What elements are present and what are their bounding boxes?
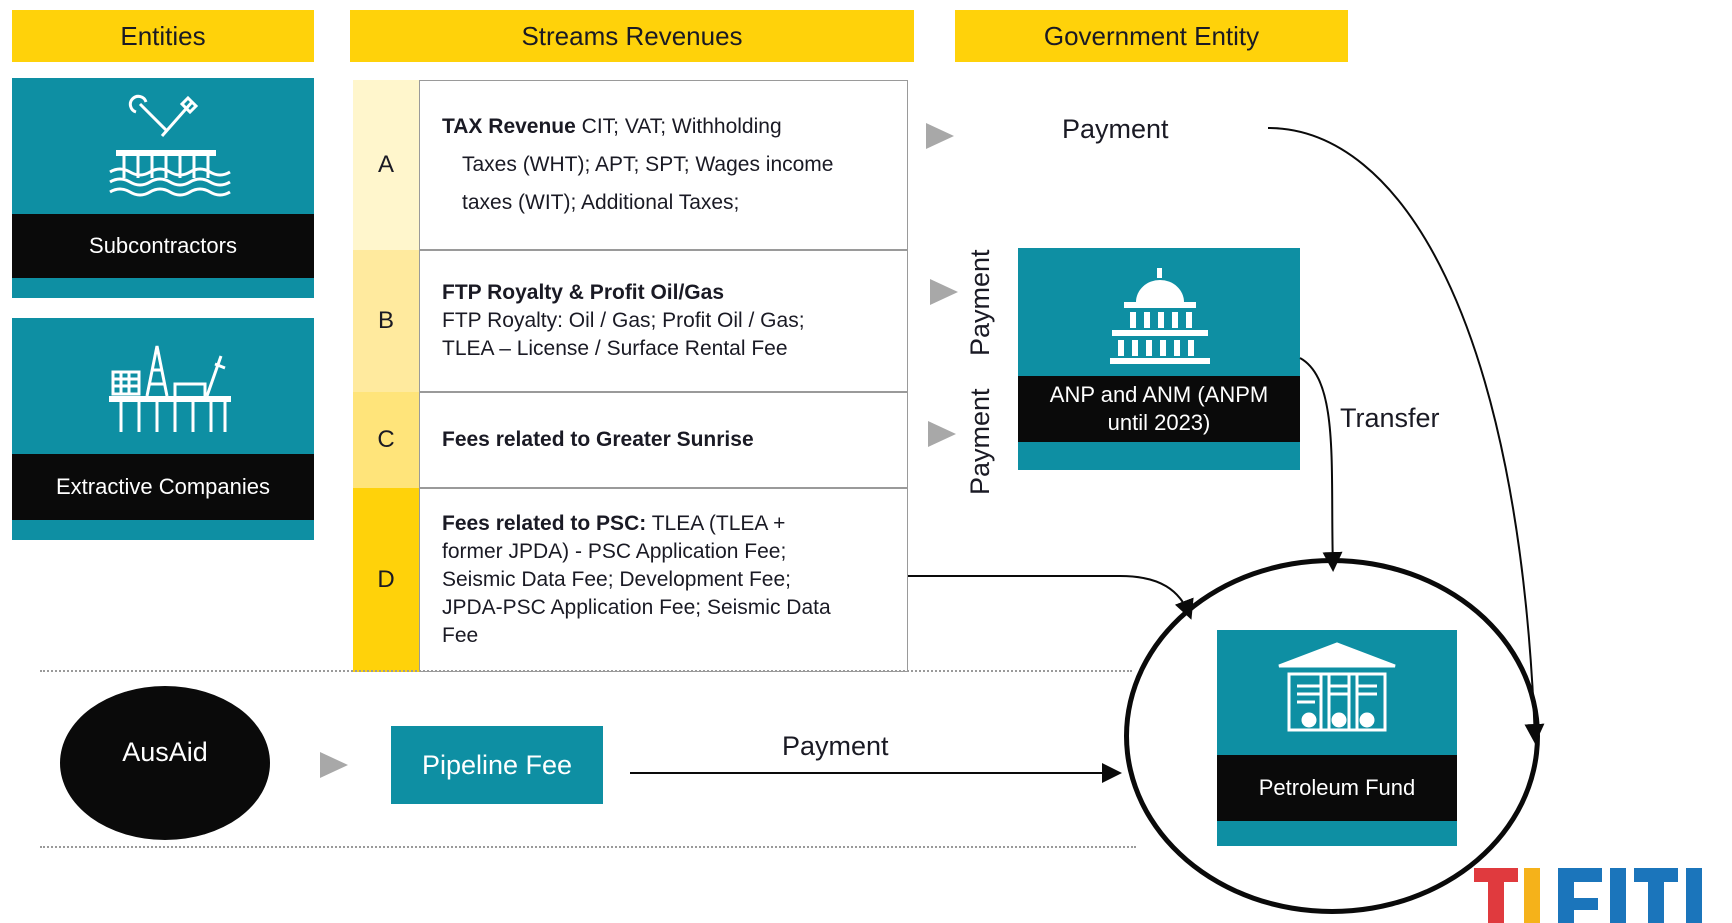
extractive-companies-label: Extractive Companies bbox=[12, 454, 314, 520]
payment-top-curve bbox=[1267, 127, 1545, 744]
anp-anm-line1: ANP and ANM (ANPM bbox=[1049, 382, 1269, 407]
header-entities: Entities bbox=[12, 10, 314, 62]
stream-b-box: FTP Royalty & Profit Oil/Gas FTP Royalty… bbox=[419, 250, 908, 392]
government-building-icon bbox=[1102, 266, 1218, 366]
arrow-c-icon bbox=[928, 421, 956, 447]
stream-a-box: TAX Revenue CIT; VAT; Withholding Taxes … bbox=[419, 80, 908, 250]
arrow-ausaid-icon bbox=[320, 752, 348, 778]
transfer-curve bbox=[1299, 357, 1343, 572]
stream-d-box: Fees related to PSC: TLEA (TLEA + former… bbox=[419, 488, 908, 672]
payment-bottom-label: Payment bbox=[782, 731, 889, 761]
stream-letter-d: D bbox=[353, 488, 419, 672]
tools-pier-icon bbox=[102, 92, 232, 202]
oil-platform-icon bbox=[107, 340, 237, 440]
stream-c-box: Fees related to Greater Sunrise bbox=[419, 392, 908, 488]
subcontractors-card: Subcontractors bbox=[12, 78, 314, 298]
stream-d-curve bbox=[908, 575, 1194, 620]
tleiti-logo-mark bbox=[1474, 868, 1702, 923]
stream-d-line3: Seismic Data Fee; Development Fee; bbox=[442, 568, 791, 591]
stream-letter-c: C bbox=[353, 392, 419, 488]
subcontractors-label: Subcontractors bbox=[12, 214, 314, 278]
header-streams-revenues: Streams Revenues bbox=[350, 10, 914, 62]
anp-anm-line2: until 2023) bbox=[1107, 410, 1211, 435]
arrow-a-icon bbox=[926, 123, 954, 149]
petroleum-fund-label: Petroleum Fund bbox=[1217, 755, 1457, 821]
arrow-b-icon bbox=[930, 279, 958, 305]
stream-b-line2: FTP Royalty: Oil / Gas; Profit Oil / Gas… bbox=[442, 309, 805, 332]
stream-d-line2: former JPDA) - PSC Application Fee; bbox=[442, 540, 787, 563]
fund-documents-icon bbox=[1275, 640, 1399, 740]
stream-a-line2: Taxes (WHT); APT; SPT; Wages income bbox=[462, 153, 834, 176]
stream-c-title: Fees related to Greater Sunrise bbox=[442, 428, 754, 451]
ausaid-label: AusAid bbox=[122, 737, 208, 767]
transfer-label: Transfer bbox=[1340, 403, 1440, 433]
stream-a-line3: taxes (WIT); Additional Taxes; bbox=[462, 191, 740, 214]
stream-d-text: TLEA (TLEA + bbox=[646, 512, 786, 535]
stream-d-title: Fees related to PSC: bbox=[442, 512, 647, 535]
separator-top bbox=[40, 670, 1132, 672]
ausaid-ellipse bbox=[60, 686, 270, 840]
stream-b-line3: TLEA – License / Surface Rental Fee bbox=[442, 337, 788, 360]
anp-anm-card: ANP and ANM (ANPM until 2023) bbox=[1018, 248, 1300, 470]
stream-d-line4: JPDA-PSC Application Fee; Seismic Data bbox=[442, 596, 831, 619]
stream-d-line5: Fee bbox=[442, 624, 479, 647]
stream-b-title: FTP Royalty & Profit Oil/Gas bbox=[442, 281, 725, 304]
anp-anm-label: ANP and ANM (ANPM until 2023) bbox=[1018, 376, 1300, 442]
pipeline-fee-box: Pipeline Fee bbox=[391, 726, 603, 804]
header-government-entity: Government Entity bbox=[955, 10, 1348, 62]
petroleum-fund-card: Petroleum Fund bbox=[1217, 630, 1457, 846]
tleiti-logo bbox=[1470, 864, 1732, 923]
stream-a-title: TAX Revenue bbox=[442, 115, 576, 138]
extractive-companies-card: Extractive Companies bbox=[12, 318, 314, 540]
stream-letter-a: A bbox=[353, 80, 419, 250]
stream-a-text: CIT; VAT; Withholding bbox=[575, 115, 782, 138]
stream-letter-b: B bbox=[353, 250, 419, 392]
payment-top-label: Payment bbox=[1062, 114, 1169, 144]
separator-bottom bbox=[40, 846, 1136, 848]
